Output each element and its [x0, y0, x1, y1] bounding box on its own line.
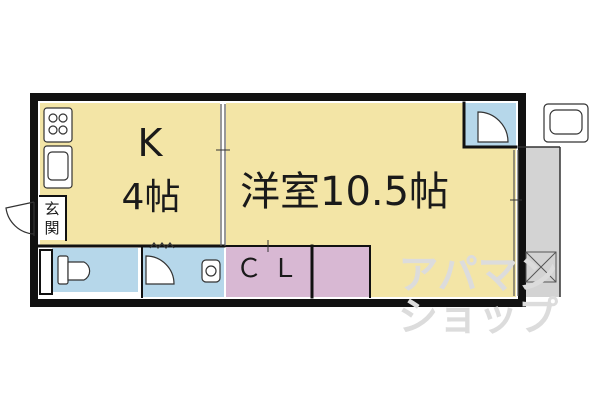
watermark-line-1: アパマン [398, 252, 558, 298]
bath-door [477, 111, 509, 143]
kitchen-size: 4帖 [121, 177, 181, 218]
stove [43, 107, 73, 143]
drain-cover [525, 251, 557, 283]
closet-label: ＣＬ [236, 254, 309, 284]
bathtub [543, 103, 589, 143]
washroom-door [145, 255, 175, 285]
entrance-area [40, 196, 66, 240]
toilet [57, 255, 91, 285]
kitchen-label: K [137, 121, 163, 165]
western-room-label: 洋室10.5帖 [240, 169, 450, 215]
kitchen-sink [43, 145, 73, 189]
wall-ticks [216, 149, 522, 252]
wash-basin [201, 259, 221, 283]
watermark: アパマン ショップ [398, 254, 558, 338]
partition-lines [220, 104, 519, 296]
storage-area [312, 246, 370, 297]
washroom-curtain [149, 242, 175, 249]
watermark-line-2: ショップ [398, 294, 558, 340]
balcony-outline [518, 146, 561, 297]
closet-area [226, 246, 312, 297]
entrance-label: 玄関 [44, 200, 60, 237]
entrance-door [5, 201, 35, 236]
